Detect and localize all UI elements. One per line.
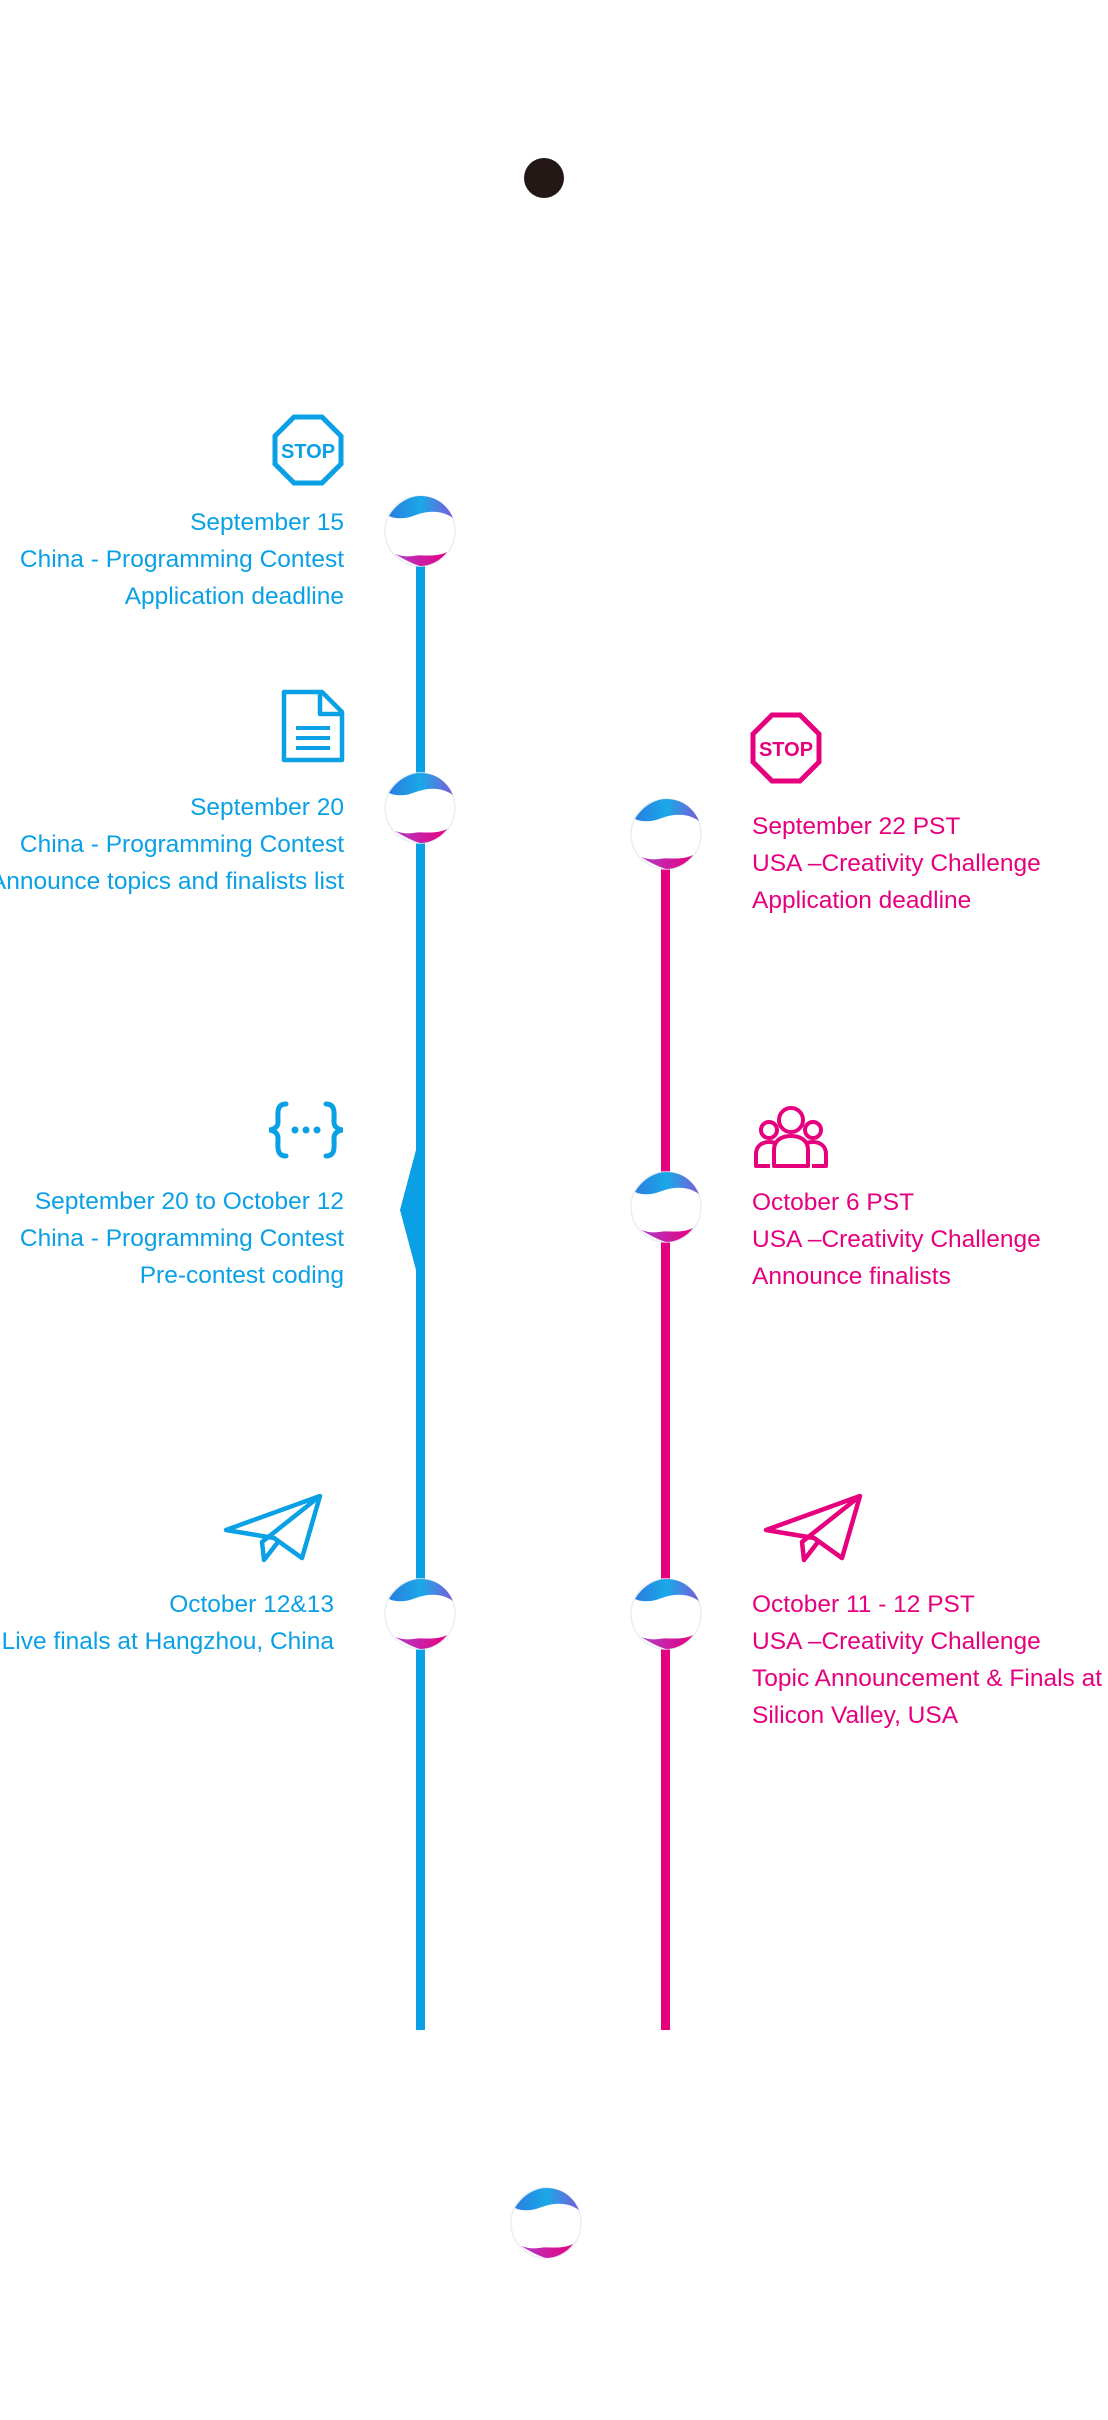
- event-contest: USA –Creativity Challenge: [752, 1628, 1041, 1655]
- event-date: September 20: [190, 794, 344, 821]
- event-date: September 22 PST: [752, 813, 961, 840]
- event-contest: China - Programming Contest: [19, 831, 344, 858]
- usa-event-1: September 22 PST USA –Creativity Challen…: [752, 808, 1041, 919]
- china-event-1: September 15 China - Programming Contest…: [20, 504, 344, 615]
- stop-sign-icon: STOP: [272, 414, 344, 486]
- event-description: Application deadline: [124, 583, 344, 610]
- event-contest: USA –Creativity Challenge: [752, 850, 1041, 877]
- end-node: [510, 2187, 582, 2259]
- event-contest: China - Programming Contest: [19, 546, 344, 573]
- china-event-2: September 20 China - Programming Contest…: [0, 789, 344, 900]
- document-icon: [278, 688, 346, 764]
- usa-timeline-line: [661, 860, 670, 2030]
- event-description: Announce topics and finalists list: [0, 868, 344, 895]
- usa-node-2: [630, 1171, 702, 1243]
- event-location: Silicon Valley, USA: [752, 1702, 959, 1729]
- china-event-4: October 12&13 Live finals at Hangzhou, C…: [2, 1586, 334, 1660]
- code-braces-icon: [266, 1100, 346, 1160]
- event-contest: China - Programming Contest: [19, 1225, 344, 1252]
- stop-sign-icon: STOP: [750, 712, 822, 784]
- event-date: September 15: [190, 509, 344, 536]
- start-dot: [524, 158, 564, 198]
- event-description: Topic Announcement & Finals at: [752, 1665, 1103, 1692]
- china-node-3: [384, 1578, 456, 1650]
- china-timeline-notch: [400, 1135, 420, 1285]
- usa-node-3: [630, 1578, 702, 1650]
- usa-event-2: October 6 PST USA –Creativity Challenge …: [752, 1184, 1041, 1295]
- event-date: October 12&13: [169, 1591, 334, 1618]
- event-date: October 6 PST: [752, 1189, 915, 1216]
- event-description: Pre-contest coding: [139, 1262, 344, 1289]
- event-date: October 11 - 12 PST: [752, 1591, 975, 1618]
- svg-text:STOP: STOP: [759, 739, 813, 761]
- event-description: Live finals at Hangzhou, China: [1, 1628, 334, 1655]
- china-event-3: September 20 to October 12 China - Progr…: [20, 1183, 344, 1294]
- event-date: September 20 to October 12: [34, 1188, 344, 1215]
- event-contest: USA –Creativity Challenge: [752, 1226, 1041, 1253]
- svg-text:STOP: STOP: [281, 441, 335, 463]
- china-node-2: [384, 772, 456, 844]
- china-node-1: [384, 495, 456, 567]
- event-description: Application deadline: [752, 887, 972, 914]
- paper-plane-icon: [762, 1492, 864, 1564]
- usa-node-1: [630, 798, 702, 870]
- event-description: Announce finalists: [752, 1263, 951, 1290]
- china-timeline-line: [416, 528, 425, 2030]
- paper-plane-icon: [222, 1492, 324, 1564]
- usa-event-3: October 11 - 12 PST USA –Creativity Chal…: [752, 1586, 1102, 1734]
- team-icon: [752, 1104, 830, 1170]
